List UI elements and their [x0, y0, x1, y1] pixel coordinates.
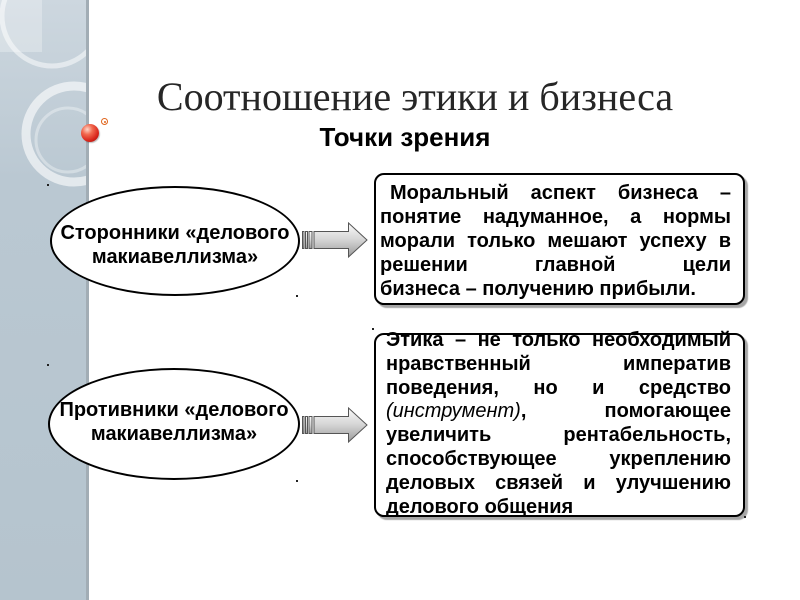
statement-line: нравственный императив [386, 352, 731, 375]
side-decoration-panel [0, 0, 89, 600]
statement-line: поведения, но и средство [386, 376, 731, 399]
supporters-label: Сторонники «делового макиавеллизма» [50, 221, 300, 269]
opponents-statement-box [374, 333, 745, 517]
slide-title: Соотношение этики и бизнеса [156, 74, 674, 119]
bullet-dot [372, 328, 374, 330]
statement-line: Этика – не только необходимый [386, 329, 731, 351]
statement-line: (инструмент), помогающее [386, 400, 731, 424]
statement-line: Моральный аспект бизнеса – [390, 182, 731, 204]
slide-subtitle: Точки зрения [319, 122, 491, 152]
statement-line: делового общения [386, 495, 574, 518]
statement-line: морали только мешают успеху в [380, 230, 731, 252]
decorative-rings [0, 0, 86, 187]
bullet-dot [296, 295, 298, 297]
statement-line: способствующее укреплению [386, 447, 731, 470]
opponents-statement-text: Этика – не только необходимый нравственн… [386, 329, 731, 519]
supporters-ellipse [50, 186, 300, 296]
statement-line: деловых связей и улучшению [386, 471, 731, 494]
small-ring-icon [101, 118, 108, 125]
supporters-statement-text: Моральный аспект бизнеса – понятие надум… [380, 181, 731, 301]
bullet-dot [47, 184, 49, 186]
supporters-statement-box [374, 173, 745, 305]
statement-line-rest: , помогающее [520, 400, 731, 423]
statement-italic-term: (инструмент) [386, 400, 521, 423]
label-line: Противники «делового [59, 399, 289, 421]
label-line: Сторонники «делового [60, 222, 290, 244]
striped-right-arrow-icon [302, 407, 368, 443]
red-sphere-icon [81, 124, 99, 142]
statement-line: решении главной цели [380, 254, 731, 276]
opponents-label: Противники «делового макиавеллизма» [48, 398, 300, 446]
statement-line: бизнеса – получению прибыли. [380, 278, 696, 300]
statement-line: увеличить рентабельность, [386, 424, 731, 447]
striped-right-arrow-icon [302, 222, 368, 258]
label-line: макиавеллизма» [90, 423, 258, 445]
label-line: макиавеллизма» [91, 246, 259, 268]
bullet-dot [296, 480, 298, 482]
opponents-ellipse [48, 368, 300, 480]
bullet-dot [47, 364, 49, 366]
statement-line: понятие надуманное, а нормы [380, 206, 731, 228]
bullet-dot [744, 516, 746, 518]
